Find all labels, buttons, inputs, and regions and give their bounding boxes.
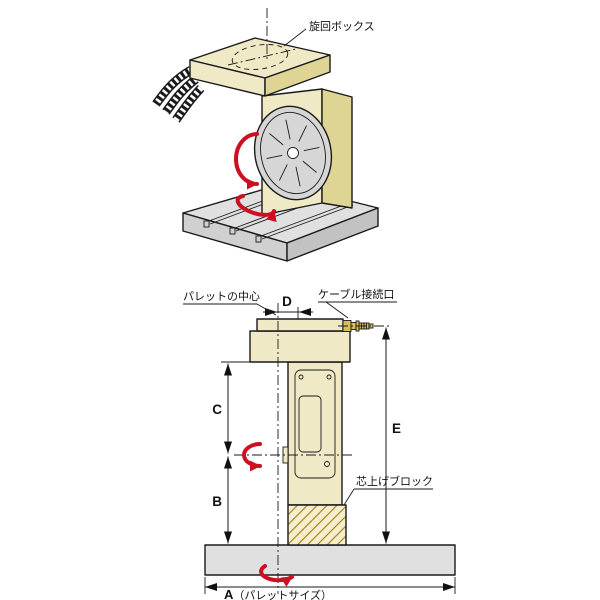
lift-block-label: 芯上げブロック	[356, 474, 433, 488]
dim-D-label: D	[282, 294, 292, 309]
swivel-box-leader	[283, 28, 307, 47]
column-cover-plate	[294, 369, 336, 479]
base-right-face	[286, 207, 379, 262]
slab-axis-line	[227, 48, 297, 66]
dimension-D: D	[263, 294, 313, 319]
dimension-E: E	[382, 327, 401, 544]
dim-E-label: E	[392, 421, 401, 436]
column-inner-panel	[298, 395, 322, 453]
swivel-box	[189, 37, 331, 97]
tilt-rotation-arrow	[234, 132, 259, 190]
base-rotation-arrow	[235, 194, 277, 223]
cover-screw-right	[326, 374, 332, 380]
rotary-faceplate	[253, 105, 333, 201]
isometric-view: 旋回ボックス	[152, 8, 379, 262]
pallet-base-plate	[204, 544, 456, 576]
machine-column-side	[282, 361, 343, 506]
dimension-B: B	[212, 456, 232, 544]
swivel-box-right-face	[264, 54, 331, 97]
dim-B-label: B	[212, 494, 222, 509]
faceplate-slots	[266, 119, 320, 187]
table-rotation-arrow	[259, 564, 294, 587]
swivel-head-side	[249, 318, 351, 363]
pallet-center-label: パレットの中心	[183, 290, 260, 303]
column-detail-hole	[324, 461, 330, 467]
cable-port-callout: ケーブル接続口	[318, 287, 397, 319]
dimension-A: A（パレットサイズ）	[204, 577, 456, 600]
cover-screw-left	[298, 374, 304, 380]
lift-block-callout: 芯上げブロック	[343, 474, 433, 506]
pallet-center-callout: パレットの中心	[183, 290, 277, 316]
lift-block	[287, 504, 347, 546]
dimension-C: C	[212, 361, 288, 454]
elevation-view: D C B E A（パレットサイズ） パレットの中	[183, 287, 456, 600]
cable-port-label: ケーブル接続口	[318, 287, 394, 301]
dim-C-label: C	[212, 402, 222, 417]
hidden-bore-circle	[231, 44, 289, 70]
cable-bundle	[152, 66, 205, 123]
pivot-rotation-arrow	[242, 442, 262, 472]
dim-A-label: A（パレットサイズ）	[224, 587, 332, 600]
faceplate-center-hole	[287, 147, 299, 159]
swivel-box-label: 旋回ボックス	[309, 19, 375, 33]
